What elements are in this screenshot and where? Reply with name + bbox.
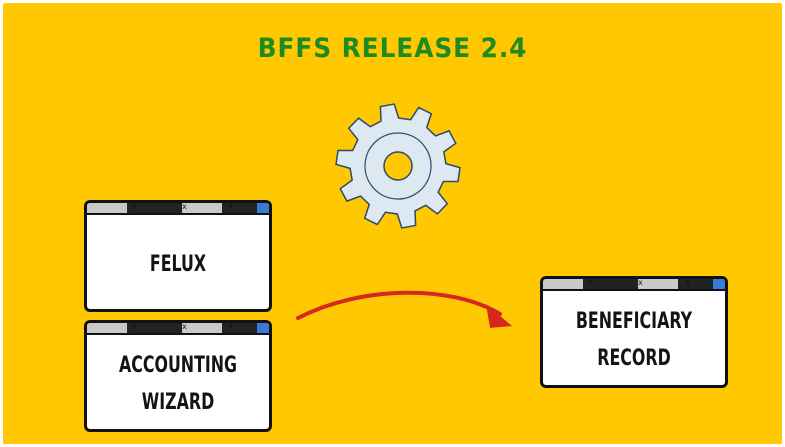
curved-arrow-icon — [296, 290, 512, 328]
beneficiary-label: BENEFICIARY — [575, 309, 693, 334]
felux-label: FELUX — [149, 252, 207, 277]
window-title-bar: x x x — [543, 279, 725, 291]
record-label: RECORD — [597, 346, 671, 371]
felux-window: x x x FELUX — [84, 200, 272, 312]
wizard-label: WIZARD — [141, 390, 215, 415]
accounting-label: ACCOUNTING — [118, 353, 238, 378]
slide-title: BFFS RELEASE 2.4 — [257, 33, 528, 64]
gear-icon — [335, 103, 461, 229]
beneficiary-record-window: x x x BENEFICIARY RECORD — [540, 276, 728, 388]
window-title-bar: x x x — [87, 323, 269, 335]
window-title-bar: x x x — [87, 203, 269, 215]
accounting-wizard-window: x x x ACCOUNTING WIZARD — [84, 320, 272, 432]
